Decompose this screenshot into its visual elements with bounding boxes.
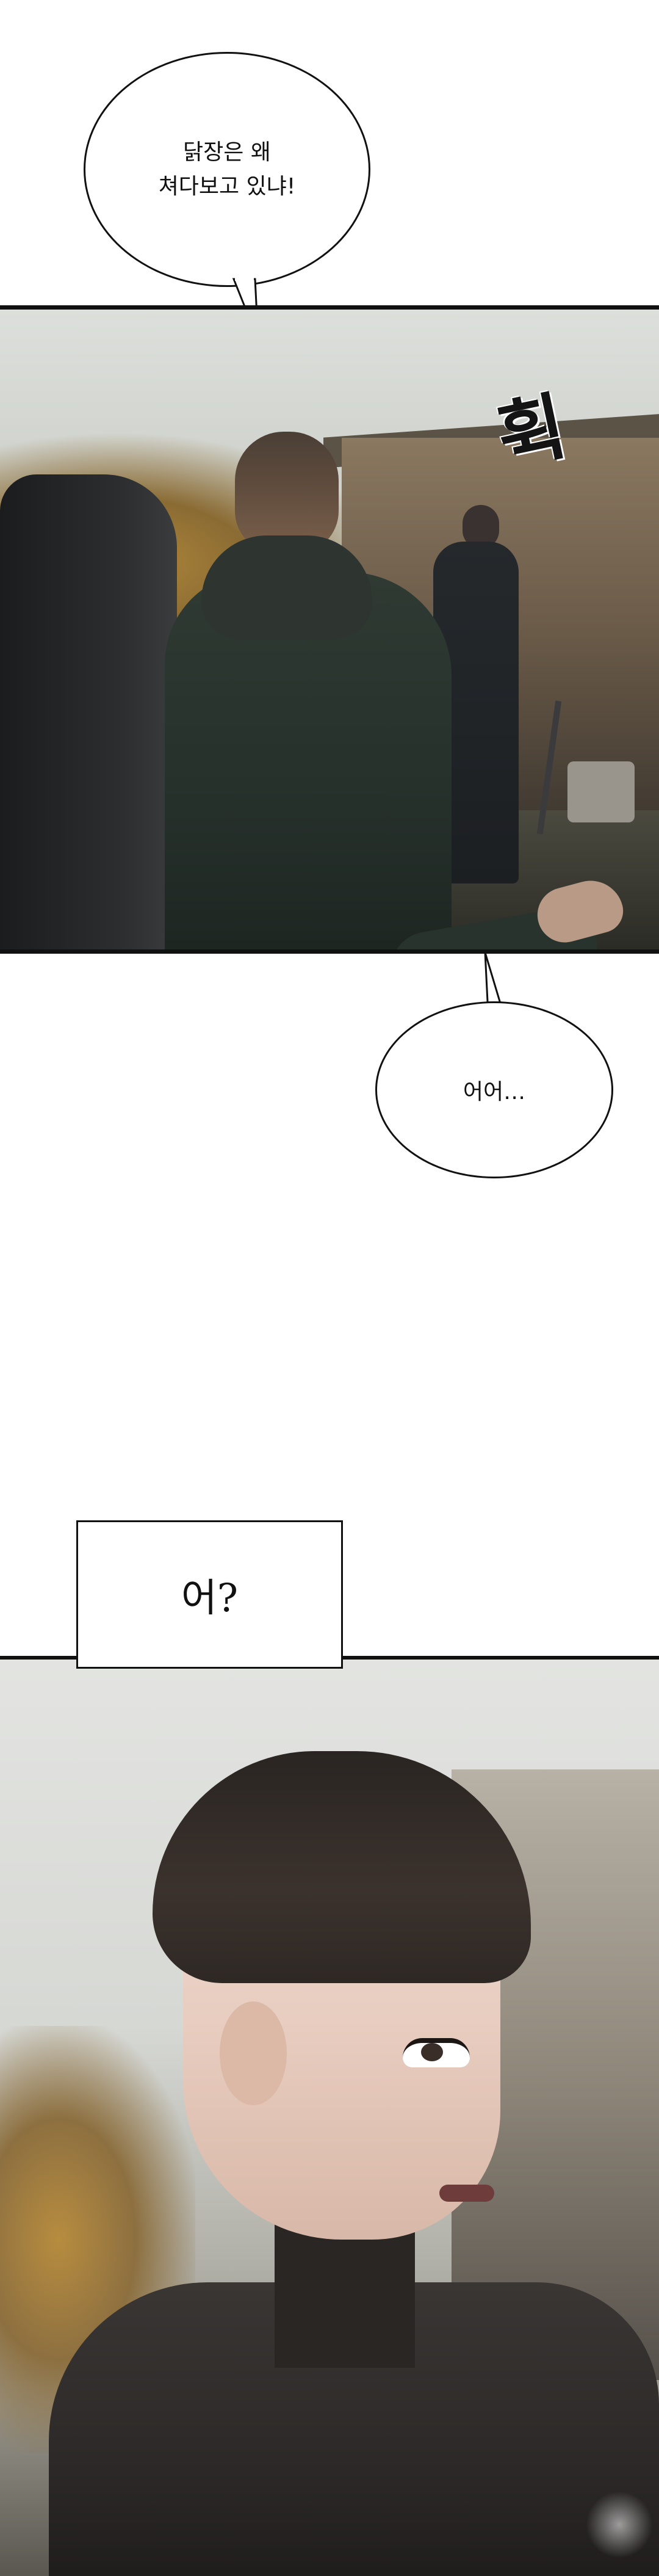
ear (220, 2001, 287, 2105)
speech-bubble-1: 닭장은 왜 쳐다보고 있냐! (84, 52, 370, 287)
hooded-man-head (235, 432, 339, 554)
bucket (567, 761, 635, 822)
hood (201, 535, 372, 639)
pupil (421, 2043, 443, 2061)
bubble-1-line-2: 쳐다보고 있냐! (158, 173, 296, 199)
narration-text: 어? (181, 1575, 239, 1621)
bubble-2-text: 어어… (463, 1079, 526, 1105)
narration-box: 어? (76, 1520, 343, 1669)
watermark-logo (586, 2491, 653, 2558)
speech-bubble-2: 어어… (375, 1001, 613, 1178)
open-mouth (439, 2185, 494, 2202)
left-figure-jacket (0, 474, 177, 949)
comic-panel-2 (0, 1660, 659, 2576)
bubble-1-line-1: 닭장은 왜 (183, 139, 271, 165)
comic-panel-1 (0, 305, 659, 954)
